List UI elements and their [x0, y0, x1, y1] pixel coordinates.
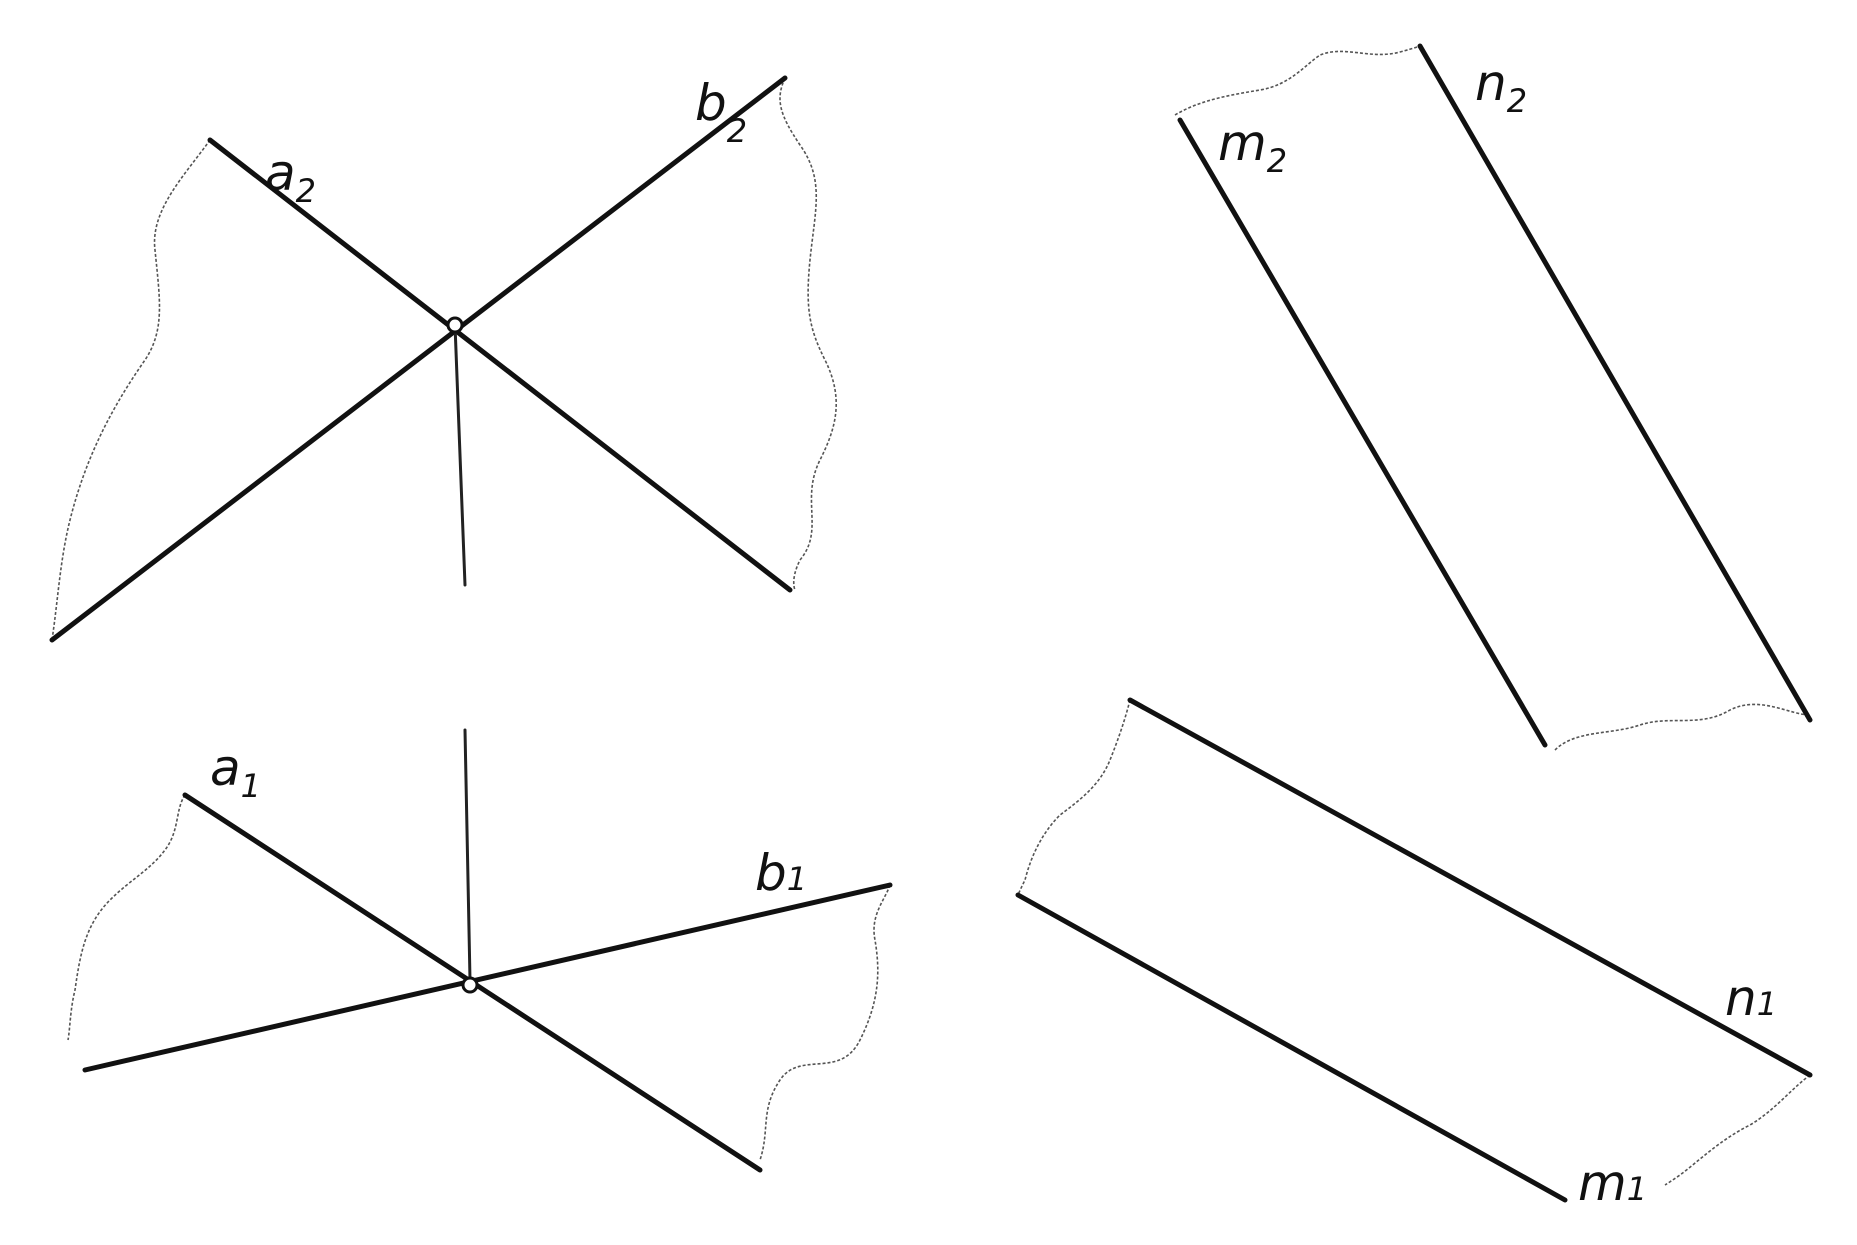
label-a1: a1	[210, 739, 261, 805]
label-n2: n2	[1475, 54, 1527, 120]
line-m1	[1015, 892, 1568, 1203]
intersecting-lines-diagram: a2 b2 a1 b1	[49, 74, 893, 1173]
intersecting-frontal-projection: a2 b2	[49, 74, 837, 643]
plane-boundary-bottom-edge	[1554, 703, 1811, 751]
line-b2	[49, 75, 788, 643]
plane-boundary-a1-left	[67, 794, 186, 1041]
plane-boundary-b2-right	[779, 77, 837, 591]
label-b2: b2	[695, 74, 747, 150]
parallel-horizontal-projection: n1 m1	[1015, 697, 1813, 1212]
projection-link-bottom	[463, 728, 472, 982]
plane-boundary-a2-left	[51, 139, 211, 641]
plane-boundary-right-edge	[1664, 1074, 1811, 1186]
parallel-lines-diagram: m2 n2 n1 m1	[1015, 43, 1813, 1212]
label-a2: a2	[265, 144, 316, 210]
line-b1	[82, 882, 893, 1073]
label-m1: m1	[1578, 1154, 1647, 1212]
line-a2	[207, 137, 793, 593]
plane-boundary-b1-right	[759, 884, 891, 1161]
line-m2	[1177, 117, 1548, 748]
line-n1	[1127, 697, 1813, 1078]
plane-boundary-top-edge	[1174, 45, 1421, 116]
intersection-point-2	[446, 316, 464, 334]
label-m2: m2	[1218, 114, 1287, 180]
intersecting-horizontal-projection: a1 b1	[67, 728, 893, 1173]
projection-link-top	[453, 323, 467, 587]
parallel-frontal-projection: m2 n2	[1174, 43, 1813, 751]
label-n1: n1	[1725, 969, 1777, 1027]
plane-boundary-left-edge	[1017, 699, 1131, 896]
intersection-point-1	[461, 976, 479, 994]
label-b1: b1	[755, 844, 807, 902]
line-n2	[1417, 43, 1813, 723]
